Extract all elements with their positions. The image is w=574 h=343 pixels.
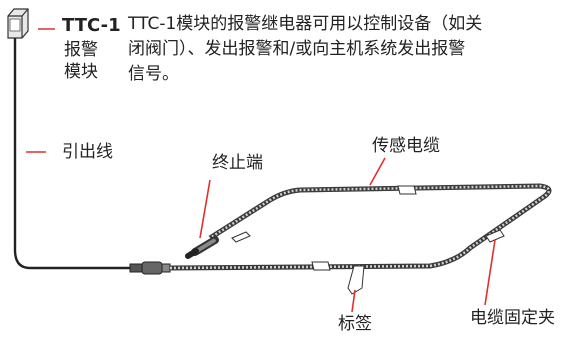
splice-connector bbox=[129, 261, 171, 275]
sensing-cable bbox=[169, 183, 552, 271]
cable-clip bbox=[485, 229, 505, 243]
module-code: TTC-1 bbox=[62, 15, 121, 36]
cable-clip bbox=[311, 261, 331, 271]
cable-tag bbox=[347, 265, 365, 295]
callout-line-tag bbox=[351, 289, 356, 313]
description-line2: 闭阀门）、发出报警和/或向主机系统发出报警 bbox=[128, 39, 466, 59]
cable-clip bbox=[231, 231, 251, 243]
callout-tag: 标签 bbox=[338, 314, 372, 334]
callout-line-termination bbox=[199, 179, 211, 239]
module-label-line2: 模块 bbox=[64, 62, 98, 82]
module-label-line1: 报警 bbox=[64, 40, 98, 60]
description-line1: TTC-1模块的报警继电器可用以控制设备（如关 bbox=[128, 14, 483, 34]
callout-lead-wire: 引出线 bbox=[62, 142, 113, 162]
lead-wire bbox=[13, 38, 132, 270]
callout-line-sensing bbox=[369, 157, 386, 186]
callout-end-termination: 终止端 bbox=[212, 153, 263, 173]
description-line3: 信号。 bbox=[128, 64, 179, 84]
cable-clip bbox=[397, 185, 417, 195]
end-termination bbox=[185, 236, 219, 259]
callout-cable-clip: 电缆固定夹 bbox=[470, 308, 555, 328]
alarm-module-box bbox=[7, 8, 29, 39]
callout-line-clip bbox=[484, 239, 496, 306]
callout-sensing-cable: 传感电缆 bbox=[372, 136, 440, 156]
